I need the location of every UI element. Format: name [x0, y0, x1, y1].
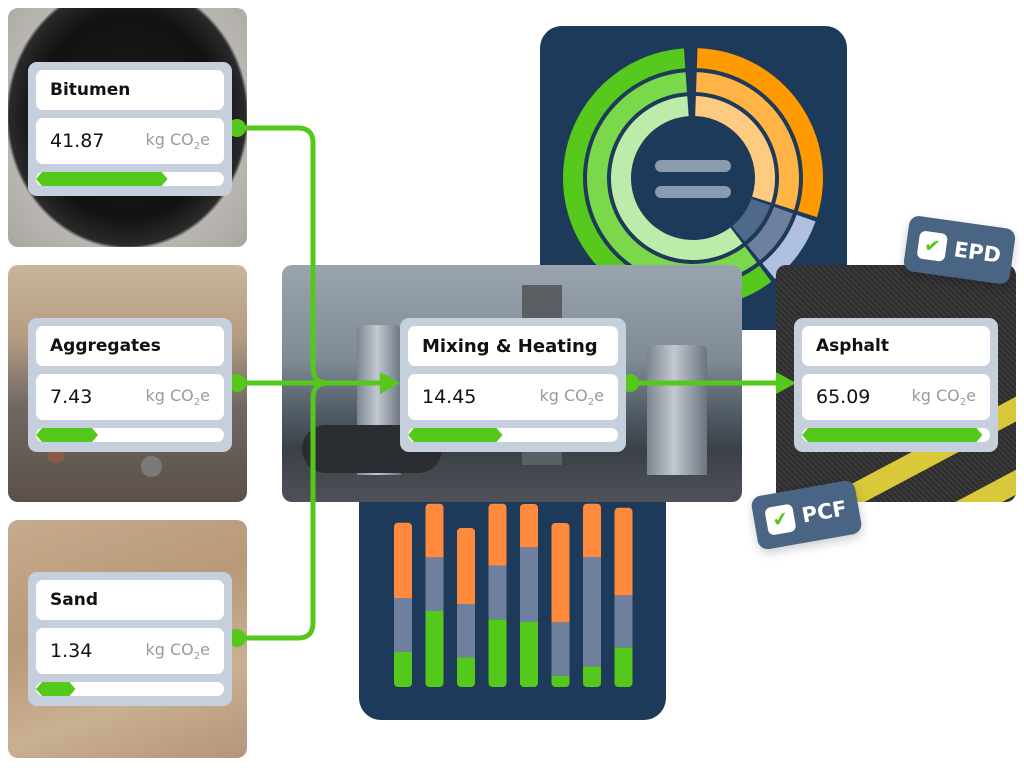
progress-fill: [802, 428, 982, 442]
bar-segment: [520, 622, 538, 687]
progress-bar: [36, 682, 224, 696]
donut-segment: [611, 96, 743, 261]
badge-label: EPD: [952, 237, 1003, 268]
emission-value: 1.34: [50, 640, 93, 662]
bar-segment: [457, 604, 475, 658]
bar-segment: [425, 503, 444, 558]
bar-segment: [488, 565, 507, 620]
card-title: Aggregates: [36, 326, 224, 366]
bar-segment: [457, 657, 475, 687]
bar-segment: [488, 619, 507, 687]
bar-segment: [614, 595, 633, 648]
stacked-bar: [583, 503, 601, 687]
bar-segment: [614, 647, 633, 687]
progress-bar: [408, 428, 618, 442]
bar-segment: [394, 598, 412, 652]
progress-bar: [36, 428, 224, 442]
emission-value: 41.87: [50, 130, 105, 152]
sand-card: Sand 1.34 kg CO2e: [28, 572, 232, 706]
progress-fill: [36, 172, 168, 186]
unit-label: kg CO2e: [145, 385, 211, 409]
donut-segment: [696, 48, 823, 218]
bar-segment: [583, 666, 601, 687]
card-title: Sand: [36, 580, 224, 620]
card-title: Asphalt: [802, 326, 990, 366]
badge-label: PCF: [799, 496, 849, 528]
stacked-bar: [520, 504, 538, 687]
emission-value: 65.09: [816, 386, 871, 408]
bar-segment: [394, 522, 412, 598]
progress-fill: [36, 428, 98, 442]
aggregates-card: Aggregates 7.43 kg CO2e: [28, 318, 232, 452]
legend-placeholder-line: [655, 186, 731, 198]
bar-chart-panel: [359, 480, 666, 720]
card-title: Bitumen: [36, 70, 224, 110]
bar-segment: [425, 557, 444, 611]
bar-segment: [551, 675, 570, 687]
bar-segment: [520, 504, 538, 548]
unit-label: kg CO2e: [539, 385, 605, 409]
unit-label: kg CO2e: [145, 129, 211, 153]
donut-segment: [732, 198, 771, 242]
bar-segment: [488, 503, 507, 566]
stacked-bar-chart: [394, 503, 633, 687]
asphalt-card: Asphalt 65.09 kg CO2e: [794, 318, 998, 452]
legend-placeholder-line: [655, 160, 731, 172]
unit-label: kg CO2e: [145, 639, 211, 663]
emission-value: 7.43: [50, 386, 93, 408]
mixing-card: Mixing & Heating 14.45 kg CO2e: [400, 318, 626, 452]
bar-segment: [425, 611, 444, 687]
unit-label: kg CO2e: [911, 385, 977, 409]
card-title: Mixing & Heating: [408, 326, 618, 366]
stacked-bar: [394, 522, 412, 687]
progress-fill: [36, 682, 75, 696]
donut-segment: [747, 206, 793, 261]
bar-segment: [520, 547, 538, 622]
bar-segment: [551, 622, 570, 676]
donut-segment: [563, 48, 772, 308]
check-icon: ✔: [764, 503, 797, 536]
donut-chart: [563, 48, 823, 308]
bitumen-card: Bitumen 41.87 kg CO2e: [28, 62, 232, 196]
bar-segment: [614, 507, 633, 596]
donut-segment: [695, 96, 775, 203]
stacked-bar: [425, 503, 444, 687]
bar-segment: [583, 557, 601, 667]
stacked-bar: [551, 523, 570, 687]
donut-segment: [587, 72, 757, 285]
bar-segment: [583, 503, 601, 557]
bar-segment: [457, 528, 475, 604]
progress-fill: [408, 428, 503, 442]
check-icon: ✔: [916, 230, 949, 262]
donut-segment: [762, 214, 816, 279]
bar-segment: [551, 523, 570, 623]
bar-segment: [394, 652, 412, 687]
progress-bar: [802, 428, 990, 442]
stacked-bar: [488, 503, 507, 687]
donut-segment: [696, 72, 799, 210]
progress-bar: [36, 172, 224, 186]
stacked-bar: [614, 507, 633, 687]
stacked-bar: [457, 528, 475, 687]
emission-value: 14.45: [422, 386, 477, 408]
